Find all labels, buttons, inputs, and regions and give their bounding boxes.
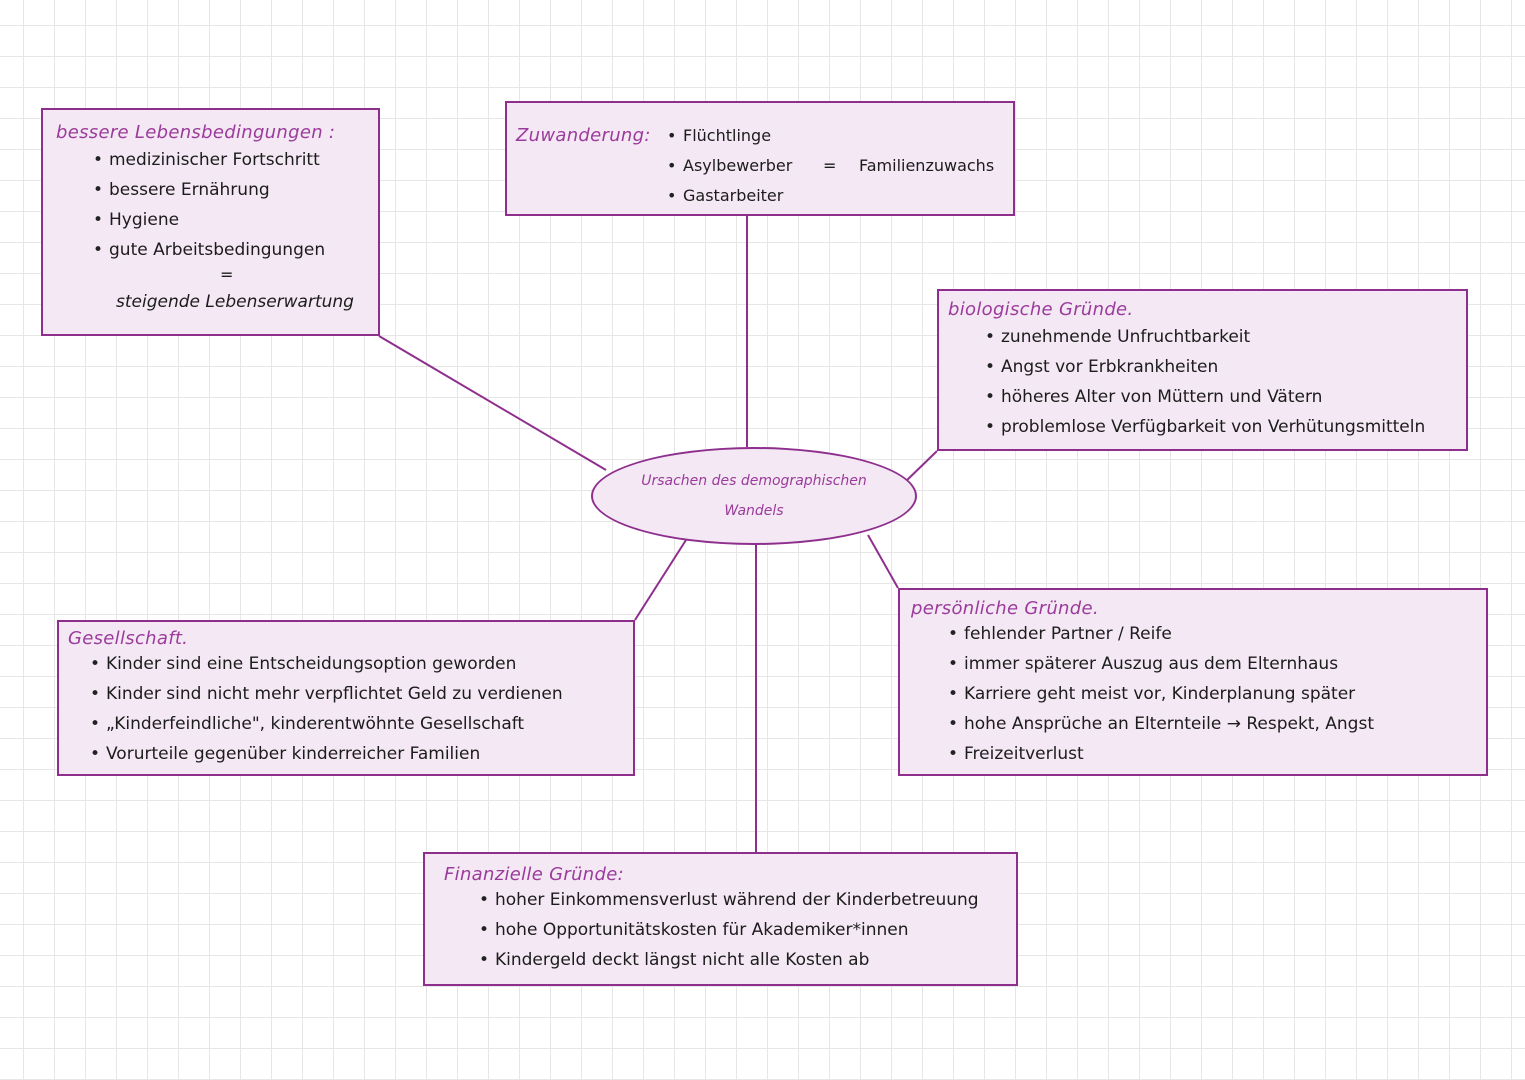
list-item: hohe Opportunitätskosten für Akademiker*… — [479, 915, 1016, 945]
list-item: Hygiene — [93, 205, 378, 235]
list-item: Vorurteile gegenüber kinderreicher Famil… — [90, 739, 633, 769]
box-finanziell: Finanzielle Gründe: hoher Einkommensverl… — [423, 852, 1018, 986]
list-item: fehlender Partner / Reife — [948, 619, 1486, 649]
center-title-line2: Wandels — [724, 503, 784, 519]
finanziell-title: Finanzielle Gründe: — [444, 864, 624, 885]
list-item: Flüchtlinge — [667, 121, 792, 151]
list-item: Kindergeld deckt längst nicht alle Koste… — [479, 945, 1016, 975]
box-biologisch: biologische Gründe. zunehmende Unfruchtb… — [937, 289, 1468, 451]
list-item: Karriere geht meist vor, Kinderplanung s… — [948, 679, 1486, 709]
list-item: Kinder sind eine Entscheidungsoption gew… — [90, 649, 633, 679]
list-item: höheres Alter von Müttern und Vätern — [985, 382, 1466, 412]
box-lebensbedingungen: bessere Lebensbedingungen : medizinische… — [41, 108, 380, 336]
line-gesellschaft — [634, 539, 687, 621]
zuwanderung-result: Familienzuwachs — [859, 156, 995, 175]
zuwanderung-title: Zuwanderung: — [516, 125, 651, 146]
line-biologisch — [903, 450, 938, 484]
list-item: Asylbewerber — [667, 151, 792, 181]
lebensbedingungen-result: steigende Lebenserwartung — [116, 292, 354, 312]
list-item: „Kinderfeindliche", kinderentwöhnte Gese… — [90, 709, 633, 739]
box-zuwanderung: Zuwanderung: Flüchtlinge Asylbewerber Ga… — [505, 101, 1015, 216]
list-item: bessere Ernährung — [93, 175, 378, 205]
list-item: zunehmende Unfruchtbarkeit — [985, 322, 1466, 352]
list-item: Gastarbeiter — [667, 181, 792, 211]
list-item: medizinischer Fortschritt — [93, 145, 378, 175]
zuwanderung-equals: = — [823, 156, 837, 175]
list-item: Angst vor Erbkrankheiten — [985, 352, 1466, 382]
lebensbedingungen-title: bessere Lebensbedingungen : — [56, 122, 336, 143]
center-title-line1: Ursachen des demographischen — [641, 473, 867, 489]
persoenlich-title: persönliche Gründe. — [911, 598, 1099, 619]
list-item: Freizeitverlust — [948, 739, 1486, 769]
center-topic: Ursachen des demographischen Wandels — [591, 447, 917, 545]
line-persoenlich — [867, 534, 899, 589]
list-item: gute Arbeitsbedingungen — [93, 235, 378, 265]
lebensbedingungen-equals: = — [220, 265, 234, 284]
biologisch-title: biologische Gründe. — [948, 299, 1134, 320]
list-item: immer späterer Auszug aus dem Elternhaus — [948, 649, 1486, 679]
line-lebensbedingungen — [378, 335, 607, 471]
list-item: Kinder sind nicht mehr verpflichtet Geld… — [90, 679, 633, 709]
gesellschaft-title: Gesellschaft. — [68, 628, 189, 649]
list-item: problemlose Verfügbarkeit von Verhütungs… — [985, 412, 1466, 442]
box-persoenlich: persönliche Gründe. fehlender Partner / … — [898, 588, 1488, 776]
box-gesellschaft: Gesellschaft. Kinder sind eine Entscheid… — [57, 620, 635, 776]
list-item: hoher Einkommensverlust während der Kind… — [479, 885, 1016, 915]
list-item: hohe Ansprüche an Elternteile → Respekt,… — [948, 709, 1486, 739]
